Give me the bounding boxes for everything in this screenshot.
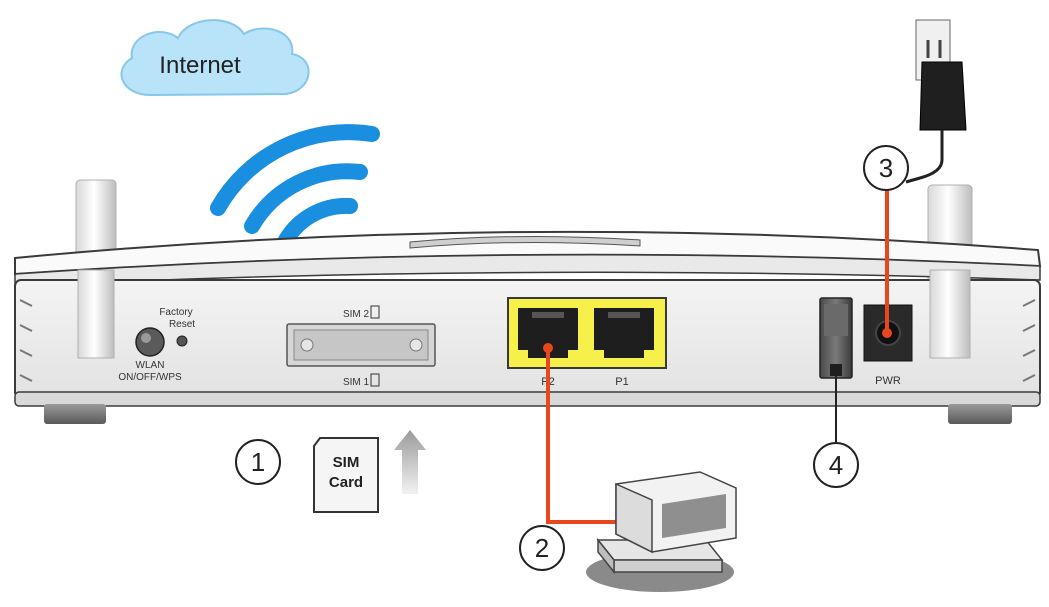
insert-arrow-icon [394,430,426,494]
sim-card-label-line1: SIM [333,454,360,471]
sim1-card-icon [370,373,380,387]
port-p1-label: P1 [615,376,628,388]
right-foot [948,404,1012,424]
wlan-label-line2: ON/OFF/WPS [118,372,182,383]
sim-card-label-line2: Card [329,474,363,491]
step-2-marker: 2 [519,525,565,571]
wifi-signal-icon [210,124,380,248]
svg-text:1: 1 [251,447,265,477]
port-p1[interactable] [594,308,654,358]
lan-cable [546,348,618,524]
pwr-label: PWR [875,375,901,387]
wlan-label-line1: WLAN [136,360,165,371]
power-cable-plug [882,328,892,338]
internet-cloud: Internet [120,19,310,97]
factory-reset-label-line2: Reset [169,319,195,330]
lan-port-group [507,297,667,369]
computer-icon [586,471,737,592]
sim-slot-cover[interactable] [286,323,436,367]
step-1-marker: 1 [235,439,281,485]
sim1-label: SIM 1 [343,377,370,388]
wlan-wps-button[interactable] [135,327,165,357]
power-switch[interactable] [819,297,853,379]
left-foot [44,404,106,424]
svg-text:3: 3 [879,153,893,183]
step-3-marker: 3 [863,145,909,191]
step-4-marker: 4 [813,442,859,488]
svg-text:4: 4 [829,450,843,480]
cloud-label: Internet [159,52,241,79]
right-antenna-base [929,269,971,359]
sim2-card-icon [370,305,380,319]
port-p2[interactable] [518,308,578,358]
factory-reset-label-line1: Factory [159,307,192,318]
sim2-label: SIM 2 [343,309,370,320]
cloud-shape [120,19,310,97]
svg-text:2: 2 [535,533,549,563]
left-antenna-base [77,269,115,359]
power-switch-position-mark [830,364,842,376]
sim-card-icon: SIM Card [313,437,379,513]
power-adapter [905,19,967,184]
factory-reset-button[interactable] [176,335,188,347]
lan-cable-plug [543,343,553,353]
